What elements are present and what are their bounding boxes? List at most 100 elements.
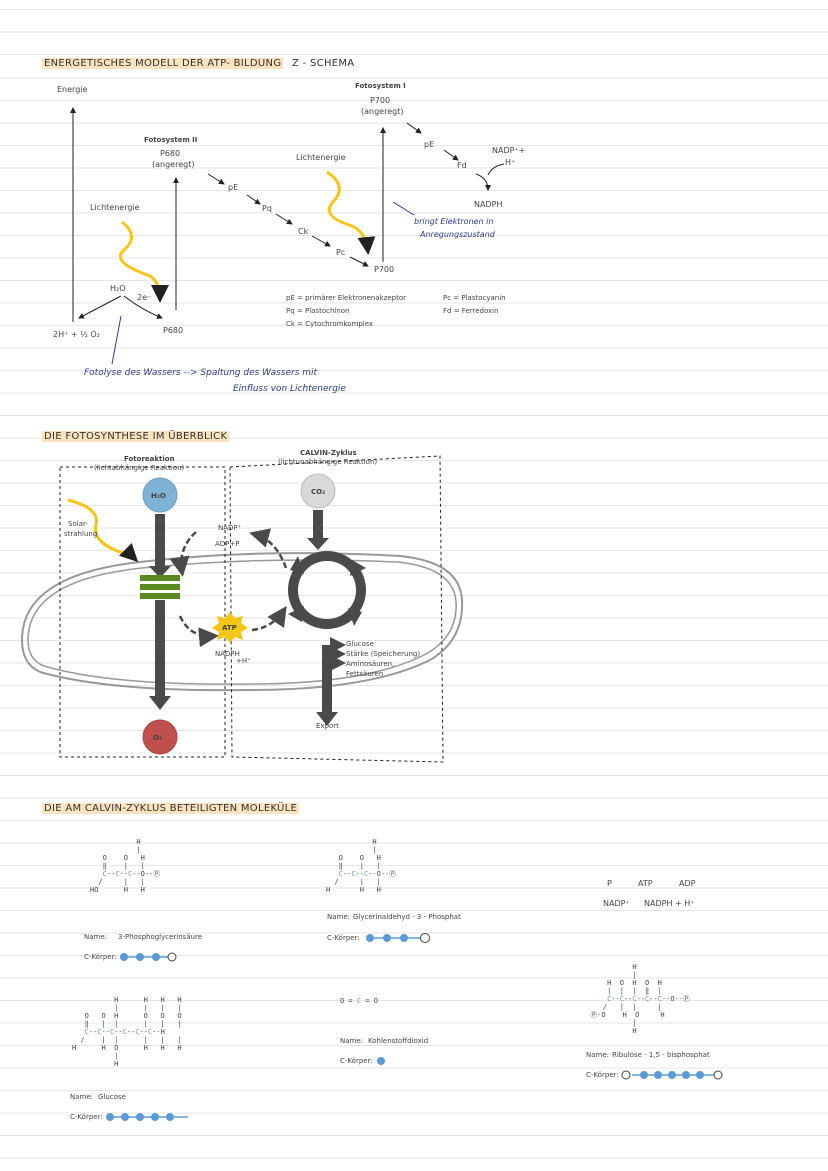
light-energy-label-2: Lichtenergie <box>296 153 346 162</box>
molecule-name-co2: Kohlenstoffdioxid <box>368 1037 429 1045</box>
ps2-excited: (angeregt) <box>152 160 195 169</box>
h-plus-label: H⁺ <box>505 158 516 167</box>
ck-label: C-Körper: <box>586 1071 619 1079</box>
legend-left-2: Pq = Plastochinon <box>286 307 350 315</box>
ck-chain-g3p <box>366 933 430 943</box>
solar-label-1: Solar- <box>68 520 88 528</box>
name-label: Name: <box>340 1037 364 1045</box>
thylakoid-disc <box>140 575 180 581</box>
key-nadph: NADPH + H⁺ <box>644 899 695 908</box>
chloroplast-outer <box>20 552 464 692</box>
light-reaction-box <box>59 466 226 758</box>
output-amino: Aminosäuren, <box>346 660 395 668</box>
light-arrow-ps2 <box>118 220 169 303</box>
molecule-name-rubp: Ribulose - 1,5 - bisphosphat <box>612 1051 710 1059</box>
ps1-title: Fotosystem I <box>355 82 406 90</box>
pc-label: Pc <box>336 248 346 257</box>
ck-chain-rubp <box>621 1070 723 1080</box>
molecules-title: DIE AM CALVIN-ZYKLUS BETEILIGTEN MOLEKÜL… <box>42 803 300 814</box>
p680-low-label: P680 <box>163 326 184 335</box>
legend-right-2: Fd = Ferredoxin <box>443 307 499 315</box>
atp-label: ATP <box>222 624 237 632</box>
ck-label: C-Körper: <box>84 953 117 961</box>
o2-circle-label: O₂ <box>153 734 163 742</box>
nadph-label: NADPH <box>215 650 240 658</box>
name-label: Name: <box>84 933 108 941</box>
name-label: Name: <box>327 913 351 921</box>
ck-chain-3pg <box>120 952 177 962</box>
name-label: Name: <box>586 1051 610 1059</box>
zschema-subtitle: Z - SCHEMA <box>292 58 355 69</box>
light-reaction-subtitle: (lichtabhängige Reaktion) <box>94 464 185 472</box>
ps1-p700: P700 <box>370 96 391 105</box>
calvin-subtitle: (lichtunabhängige Reaktion) <box>278 458 378 466</box>
calvin-title: CALVIN-Zyklus <box>300 449 357 457</box>
key-adp: ADP <box>679 879 696 888</box>
molecule-structure-glucose: H H H H | | | | O O H O O O ‖ | | | | | … <box>72 996 182 1068</box>
adp-label: ADP+P <box>215 540 240 548</box>
h2o-circle <box>142 477 178 513</box>
molecule-structure-g3p: H | O O H ‖ | | C--C--C--O--Ⓟ / | | H H … <box>326 838 397 894</box>
molecule-structure-co2: O = C = O <box>340 997 378 1005</box>
ck-chain-co2 <box>377 1057 385 1065</box>
nadp-label: NADP⁺ <box>218 524 242 532</box>
fotolyse-note-line2: Einfluss von Lichtenergie <box>233 384 346 394</box>
molecule-name-3pg: 3-Phosphoglycerinsäure <box>118 933 203 941</box>
o2-circle <box>142 719 178 755</box>
co2-circle-label: CO₂ <box>311 488 326 496</box>
output-starch: Stärke (Speicherung) <box>346 650 421 658</box>
thylakoid-disc <box>140 584 180 590</box>
molecule-name-glucose: Glucose <box>98 1093 126 1101</box>
h2o-circle-label: H₂O <box>151 492 166 500</box>
water-products-label: 2H⁺ + ½ O₂ <box>53 330 100 339</box>
energy-label: Energie <box>57 85 88 94</box>
note-bringt-line1: bringt Elektronen in <box>414 217 494 226</box>
h2o-label: H₂O <box>110 284 126 293</box>
pq-label: Pq <box>262 204 272 213</box>
ps1-excited: (angeregt) <box>361 107 404 116</box>
solar-arrow <box>67 498 139 563</box>
ck-label: C-Körper: <box>340 1057 373 1065</box>
calvin-cycle-box <box>229 455 444 763</box>
molecule-structure-rubp: H | H O H O H | | | ‖ | C--C--C--C--C--O… <box>590 963 690 1035</box>
name-label: Name: <box>70 1093 94 1101</box>
key-p: P <box>607 879 612 888</box>
solar-label-2: strahlung <box>64 530 98 538</box>
nadph-h-label: +H⁺ <box>236 657 251 665</box>
fd-label: Fd <box>457 161 467 170</box>
legend-right-1: Pc = Plastocyanin <box>443 294 506 302</box>
ck-label: C-Körper: <box>70 1113 103 1121</box>
ps2-p680: P680 <box>160 149 181 158</box>
ps2-title: Fotosystem II <box>144 136 198 144</box>
fotolyse-note-line1: Fotolyse des Wassers --> Spaltung des Wa… <box>84 368 318 378</box>
thylakoid-disc <box>140 593 180 599</box>
light-reaction-title: Fotoreaktion <box>124 455 175 463</box>
note-bringt-line2: Anregungszustand <box>420 230 495 239</box>
legend-left-3: Ck = Cytochromkomplex <box>286 320 374 328</box>
output-fatty: Fettsäuren <box>346 670 384 678</box>
key-atp: ATP <box>638 879 653 888</box>
ck-label: Ck <box>298 227 309 236</box>
ck-chain-glucose <box>106 1113 188 1121</box>
light-arrow-ps1 <box>326 170 376 255</box>
overview-title: DIE FOTOSYNTHESE IM ÜBERBLICK <box>42 431 230 442</box>
output-glucose: Glucose <box>346 640 374 648</box>
nadp-plus-label: NADP⁺+ <box>492 146 526 155</box>
co2-circle <box>300 473 336 509</box>
calvin-cycle-wheel <box>288 551 366 629</box>
light-energy-label-1: Lichtenergie <box>90 203 140 212</box>
p700-low-label: P700 <box>374 265 395 274</box>
nadph-label: NADPH <box>474 200 503 209</box>
zschema-title: ENERGETISCHES MODELL DER ATP- BILDUNG <box>42 58 284 69</box>
export-label: Export <box>316 722 339 730</box>
pe-label-1: pE <box>228 183 239 192</box>
molecule-name-g3p: Glycerinaldehyd - 3 - Phosphat <box>353 913 461 921</box>
atp-star <box>212 612 248 643</box>
ck-label: C-Körper: <box>327 934 360 942</box>
molecule-structure-3pg: H | O O H ‖ | | C--C--C--O--Ⓟ / | | HO H… <box>90 838 161 894</box>
two-e-label: 2e⁻ <box>137 293 152 302</box>
